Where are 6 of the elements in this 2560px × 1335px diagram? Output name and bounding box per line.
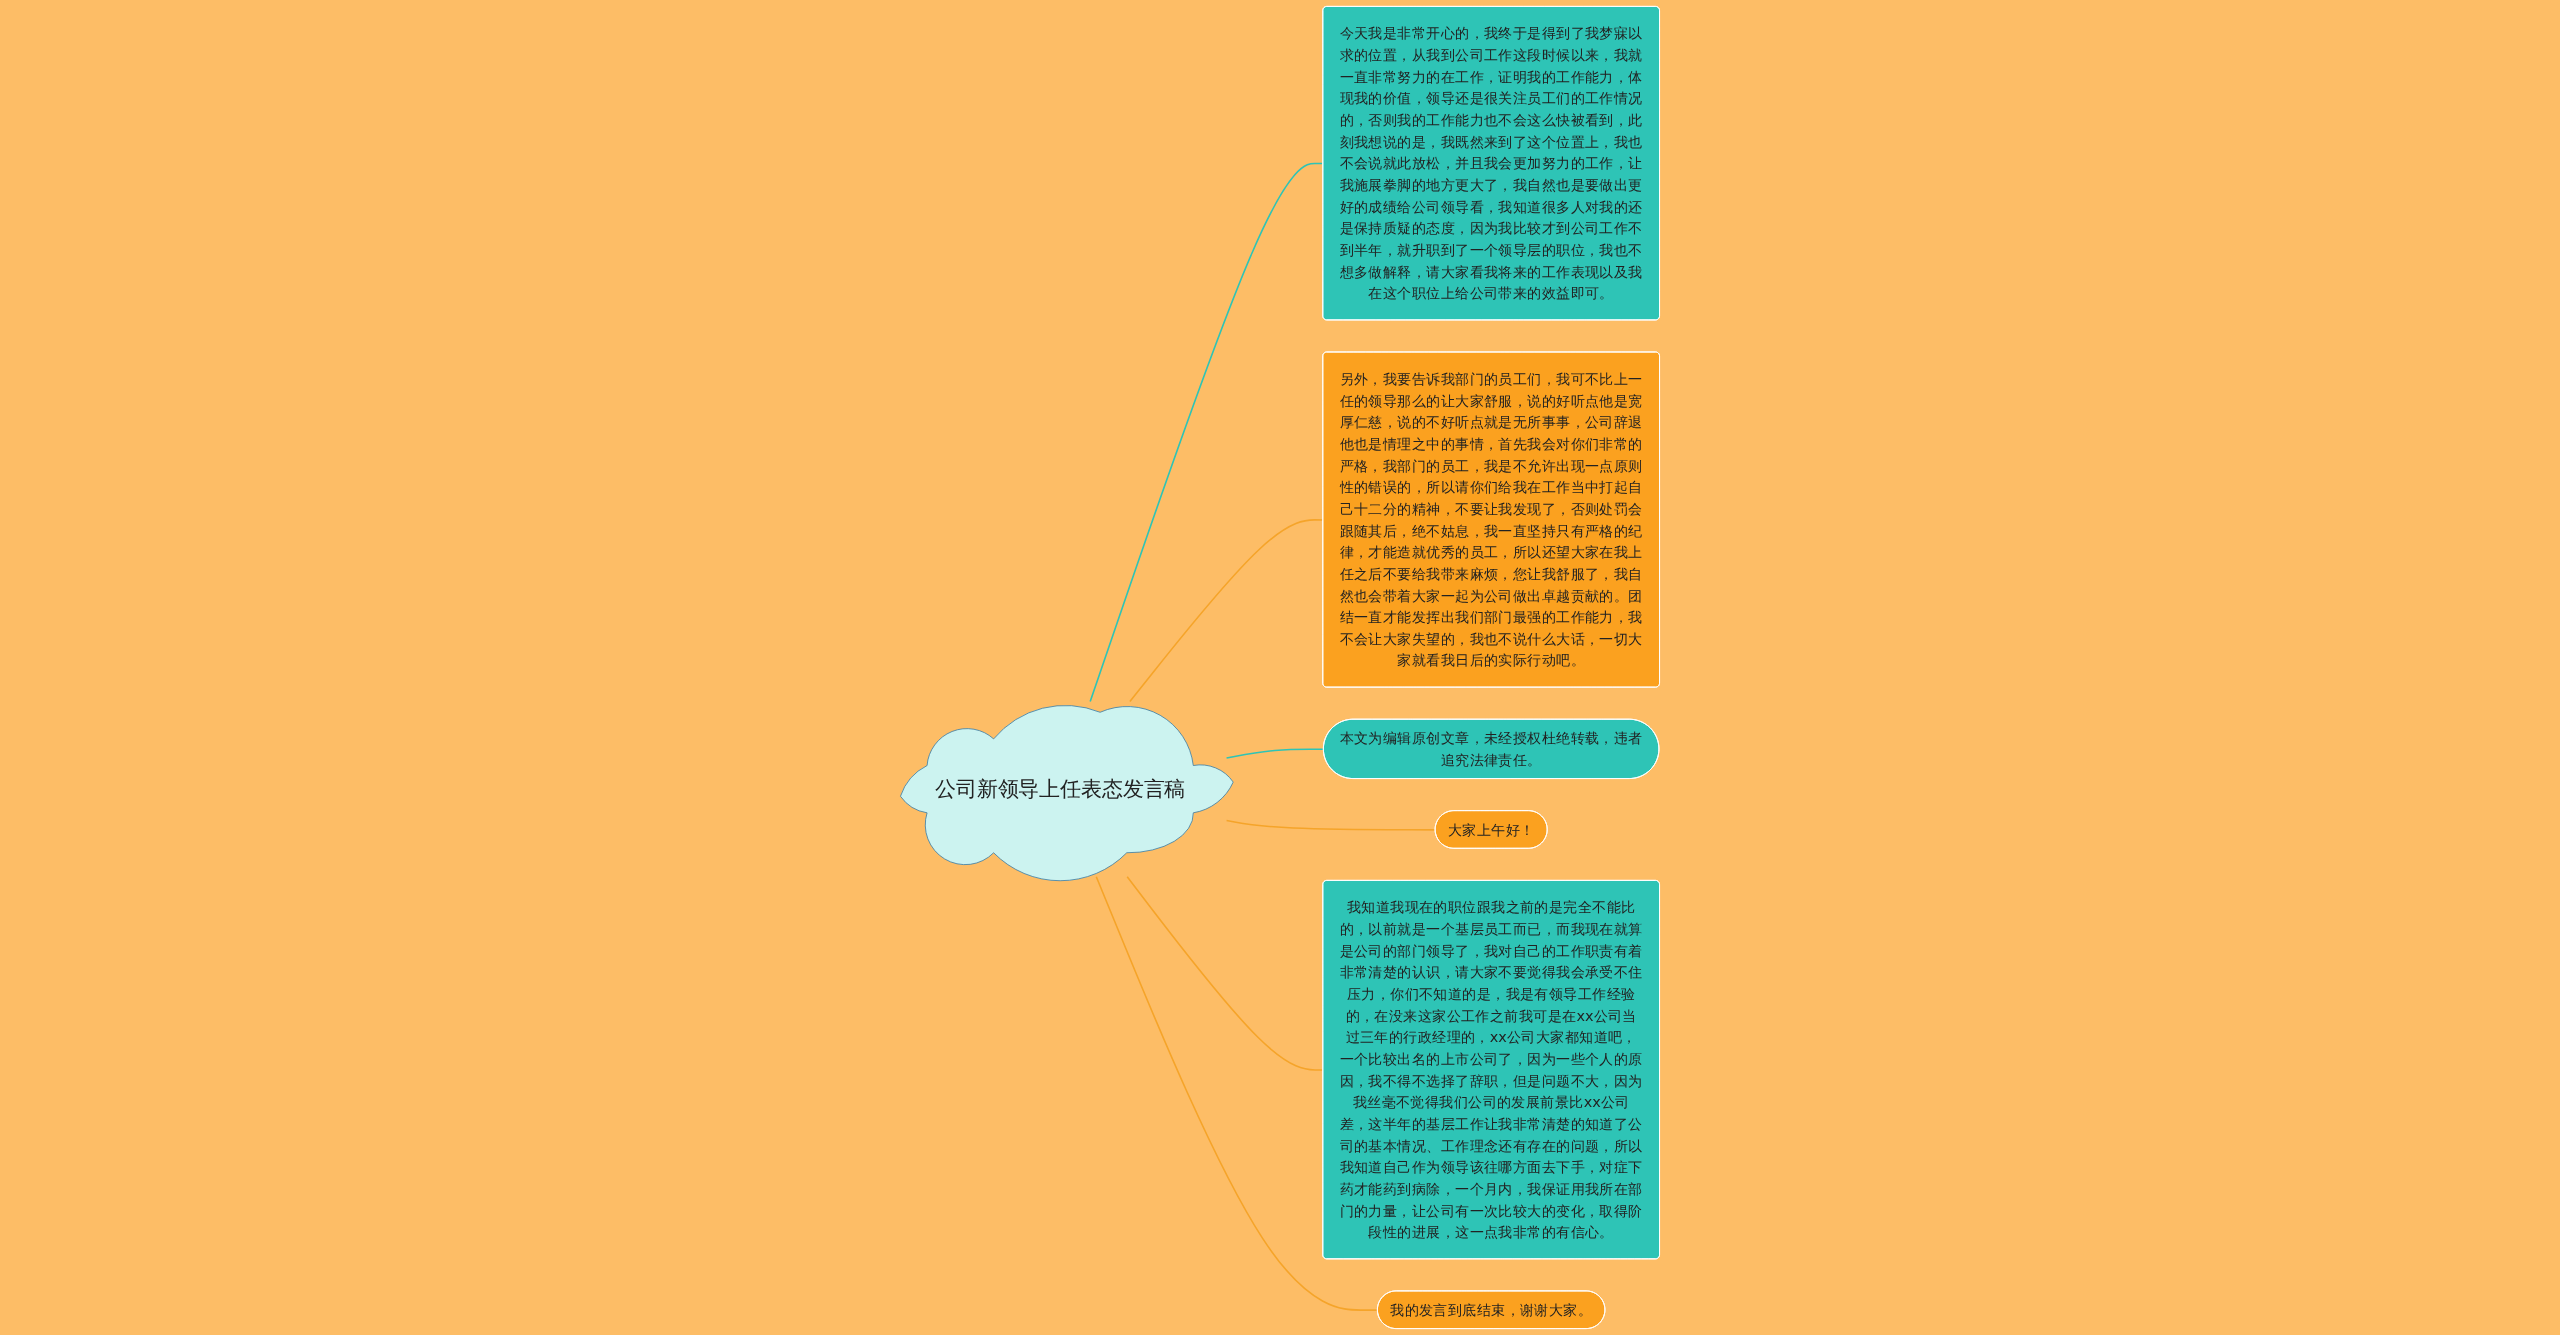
connector bbox=[1095, 876, 1379, 1311]
connector bbox=[1225, 819, 1437, 831]
connector bbox=[1089, 162, 1324, 703]
connector bbox=[1225, 748, 1325, 759]
connector bbox=[1126, 876, 1324, 1071]
connector bbox=[1129, 519, 1324, 703]
